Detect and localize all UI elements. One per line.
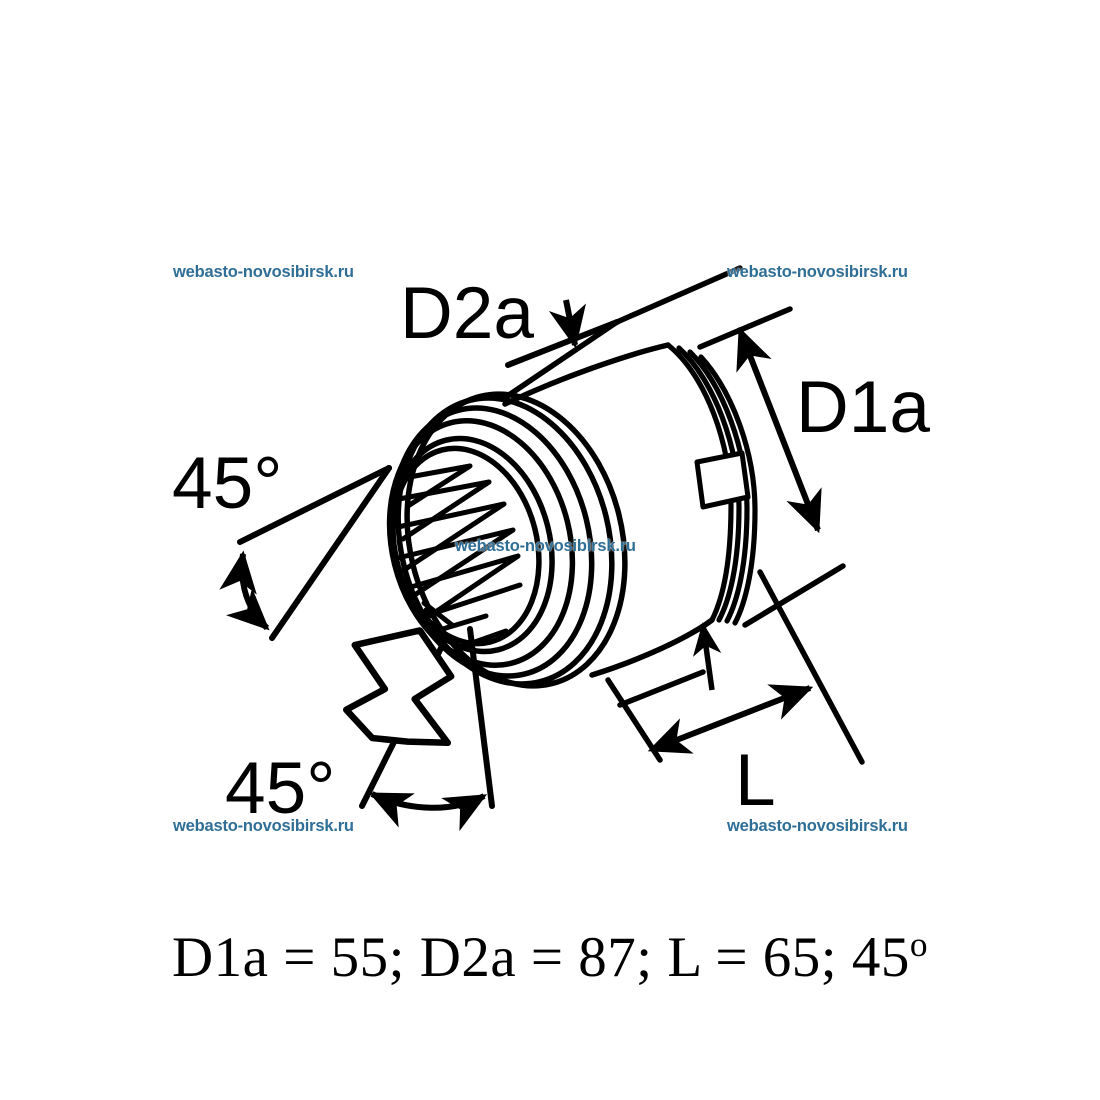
- dimension-d2a: [500, 265, 743, 402]
- l-inner-reference-line: [617, 669, 706, 708]
- angle-left-leader-upper: [237, 465, 392, 545]
- watermark-top-right: webasto-novosibirsk.ru: [727, 263, 908, 281]
- louvre-slat-2: [396, 479, 492, 542]
- watermark-top-left: webasto-novosibirsk.ru: [173, 263, 354, 281]
- vent-flange-bezel: [386, 391, 628, 689]
- d1a-dimension-line: [736, 326, 822, 534]
- label-angle-bottom: 45°: [225, 748, 335, 829]
- louvre-dash-1: [421, 600, 455, 628]
- label-l: L: [735, 740, 776, 821]
- d2a-arrow: [548, 299, 586, 349]
- louvre-slats: [395, 463, 523, 653]
- l-extension-right: [757, 569, 865, 765]
- d1a-extension-bottom: [742, 563, 846, 628]
- dimension-d1a: [697, 306, 846, 628]
- dimension-angle-left: [219, 465, 392, 641]
- louvre-slat-3: [395, 501, 507, 575]
- airflow-direction-arrow: [343, 627, 455, 747]
- dimension-l: [605, 569, 865, 765]
- watermark-bottom-left: webasto-novosibirsk.ru: [173, 817, 354, 835]
- louvre-dash-2: [433, 613, 489, 634]
- d2a-leader: [500, 319, 620, 402]
- flange-opening-lip: [390, 445, 542, 647]
- d2a-extension-right: [614, 265, 743, 325]
- label-d2a: D2a: [400, 273, 534, 354]
- angle-bottom-leader-right: [467, 626, 495, 809]
- caption-text: D1a = 55; D2a = 87; L = 65; 45: [172, 926, 910, 989]
- louvre-slat-4: [395, 527, 516, 605]
- dimension-angle-bottom: [343, 626, 495, 832]
- louvre-dash-3: [449, 628, 509, 653]
- angle-bottom-arc-arrow: [368, 791, 488, 832]
- cylinder-mounting-tab: [694, 450, 751, 510]
- flange-rim-outer-inner: [395, 395, 615, 687]
- l-inner-arrow: [692, 622, 722, 691]
- angle-left-arc-arrow: [219, 550, 270, 631]
- watermark-bottom-right: webasto-novosibirsk.ru: [727, 817, 908, 835]
- label-angle-left: 45°: [172, 443, 282, 524]
- angle-left-leader-lower: [269, 465, 392, 641]
- cylinder-top-edge: [502, 342, 671, 407]
- watermark-center: webasto-novosibirsk.ru: [455, 537, 636, 555]
- label-d1a: D1a: [796, 367, 930, 448]
- louvre-slat-1: [401, 463, 473, 509]
- caption-degree-superscript: o: [909, 925, 928, 964]
- l-dimension-line: [647, 684, 814, 754]
- figure-caption: D1a = 55; D2a = 87; L = 65; 45o: [0, 925, 1100, 990]
